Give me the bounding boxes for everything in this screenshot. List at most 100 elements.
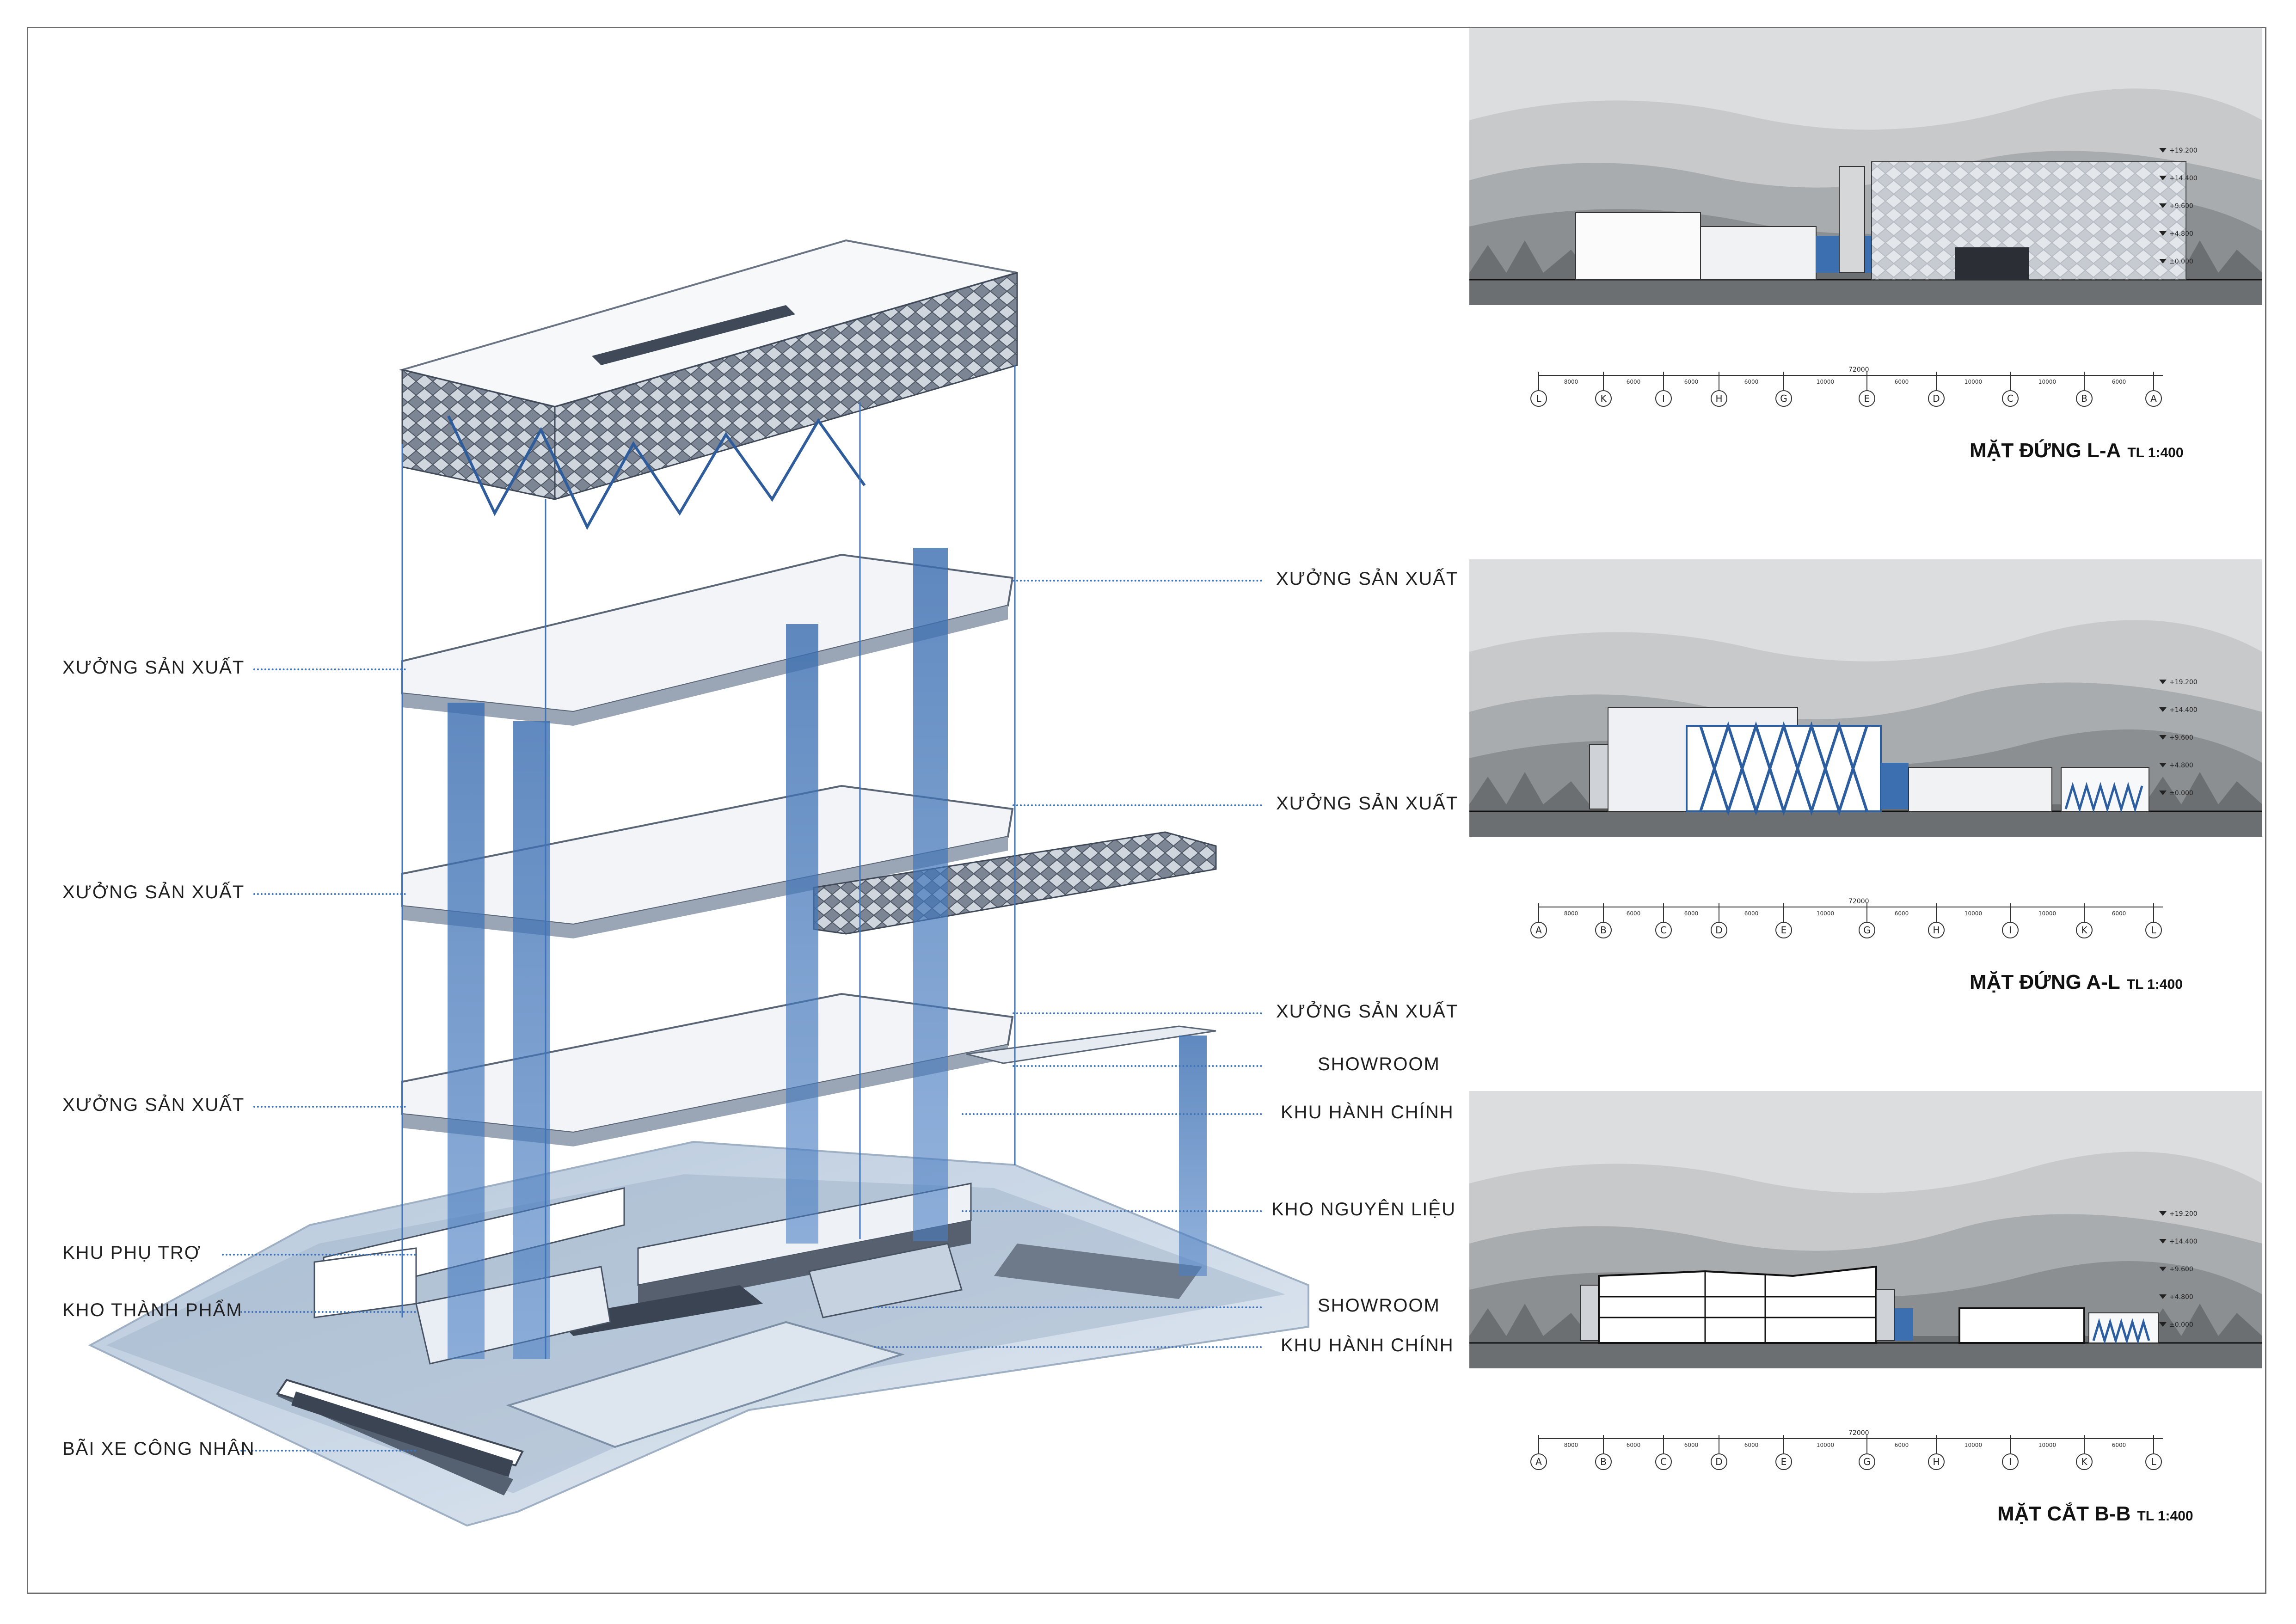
level-label: +14.400	[2169, 1238, 2198, 1245]
grid-dimension: 8000	[1564, 379, 1578, 385]
leader-bai-xe	[240, 1450, 416, 1452]
elevation-a-l-svg	[1469, 559, 2262, 837]
grid-bubble	[1530, 390, 1547, 407]
leader-kho-nguyen-lieu	[962, 1210, 1262, 1212]
grid-letter: G	[1863, 1456, 1871, 1467]
title-text: MẶT ĐỨNG A-L	[1970, 971, 2120, 993]
label-xuong-right-2: XƯỞNG SẢN XUẤT	[1276, 793, 1459, 814]
grid-letter: L	[1536, 393, 1541, 404]
grid-bubble	[2076, 922, 2093, 938]
grid-letter: A	[2150, 393, 2157, 404]
exploded-axonometric: XƯỞNG SẢN XUẤT XƯỞNG SẢN XUẤT XƯỞNG SẢN …	[62, 239, 1457, 1527]
level-marker-icon	[2159, 176, 2167, 180]
grid-dimension: 6000	[2112, 910, 2126, 917]
level-marker-icon	[2159, 231, 2167, 236]
label-xuong-left-3: XƯỞNG SẢN XUẤT	[62, 1095, 245, 1115]
grid-bubble	[2076, 390, 2093, 407]
scale-text: TL 1:400	[2137, 1508, 2193, 1524]
grid-letter: H	[1933, 1456, 1940, 1467]
title-text: MẶT ĐỨNG L-A	[1970, 439, 2121, 462]
section-b-b-drawing	[1469, 1091, 2262, 1368]
section-b-b-svg	[1469, 1091, 2262, 1368]
leader-xuong-left-2	[253, 893, 406, 895]
grid-letter: L	[2151, 925, 2156, 936]
level-marker-icon	[2159, 1267, 2167, 1271]
grid-bubble	[1928, 390, 1945, 407]
grid-bubble	[1775, 922, 1792, 938]
sheet-frame	[27, 27, 2266, 1594]
scale-text: TL 1:400	[2127, 445, 2184, 460]
grid-letter: D	[1715, 1456, 1722, 1467]
level-marker-icon	[2159, 1239, 2167, 1244]
grid-bubble	[2145, 390, 2162, 407]
grid-letter: K	[2081, 925, 2087, 936]
grid-axis-l-a: L8000K6000I6000H6000G10000E6000D10000C10…	[1530, 366, 2163, 407]
level-label: +4.800	[2169, 230, 2193, 238]
grid-letter: G	[1780, 393, 1787, 404]
level-label: +19.200	[2169, 1210, 2198, 1218]
grid-bubbles-l-a: L8000K6000I6000H6000G10000E6000D10000C10…	[1530, 372, 2162, 407]
levels-panel-2: +19.200+14.400+9.600+4.800±0.000	[2159, 675, 2228, 906]
grid-bubble	[1928, 922, 1945, 938]
grid-letter: C	[2007, 393, 2014, 404]
title-text: MẶT CẮT B-B	[1997, 1502, 2131, 1525]
elevation-l-a-svg	[1469, 28, 2262, 305]
grid-letter: A	[1535, 1456, 1542, 1467]
level-label: +19.200	[2169, 679, 2198, 686]
grid-dimension: 6000	[2112, 379, 2126, 385]
label-showroom-2: SHOWROOM	[1318, 1295, 1440, 1316]
grid-bubble	[1530, 1453, 1547, 1470]
level-label: +14.400	[2169, 175, 2198, 182]
grid-dimension: 10000	[2038, 910, 2056, 917]
level-marks-1: +19.200+14.400+9.600+4.800±0.000	[2159, 147, 2198, 265]
label-xuong-right-3: XƯỞNG SẢN XUẤT	[1276, 1001, 1459, 1022]
grid-letter: L	[2151, 1456, 2156, 1467]
grid-letter: I	[1662, 393, 1665, 404]
levels-panel-1: +19.200+14.400+9.600+4.800±0.000	[2159, 143, 2228, 374]
grid-total-l-a: 72000	[1848, 366, 1869, 374]
grid-dimension: 6000	[2112, 1442, 2126, 1448]
roof-volume	[399, 239, 1018, 530]
grid-bubbles-a-l: A8000B6000C6000D6000E10000G6000H10000I10…	[1530, 903, 2162, 938]
grid-bubble	[1530, 922, 1547, 938]
grid-dimension: 10000	[2038, 1442, 2056, 1448]
grid-bubble	[1655, 922, 1672, 938]
grid-bubble	[2145, 1453, 2162, 1470]
leader-xuong-left-3	[253, 1106, 406, 1108]
grid-letter: K	[1600, 393, 1607, 404]
grid-bubble	[1655, 1453, 1672, 1470]
grid-dimension: 10000	[1964, 910, 1982, 917]
grid-bubble	[1595, 922, 1612, 938]
leader-khu-hanh-chinh-1	[962, 1113, 1262, 1115]
grid-bubble	[1859, 1453, 1875, 1470]
grid-letter: B	[1600, 1456, 1607, 1467]
grid-dimension: 6000	[1627, 379, 1641, 385]
grid-bubble	[2002, 922, 2019, 938]
level-label: +9.600	[2169, 1266, 2193, 1273]
level-marker-icon	[2159, 1211, 2167, 1216]
level-marks-3: +19.200+14.400+9.600+4.800±0.000	[2159, 1210, 2198, 1329]
grid-bubble	[2002, 390, 2019, 407]
level-label: +4.800	[2169, 1293, 2193, 1301]
grid-bubble	[1775, 1453, 1792, 1470]
leader-khu-hanh-chinh-2	[874, 1346, 1262, 1348]
grid-bubble	[1859, 922, 1875, 938]
level-label: ±0.000	[2169, 790, 2193, 797]
grid-total-b-b: 72000	[1848, 1429, 1869, 1437]
grid-bubble	[2076, 1453, 2093, 1470]
grid-dimension: 6000	[1684, 910, 1699, 917]
grid-dimension: 6000	[1895, 910, 1909, 917]
label-xuong-left-1: XƯỞNG SẢN XUẤT	[62, 657, 245, 678]
grid-dimension: 10000	[1817, 1442, 1834, 1448]
label-kho-nguyen-lieu: KHO NGUYÊN LIỆU	[1271, 1199, 1456, 1220]
grid-letter: D	[1715, 925, 1722, 936]
level-label: +14.400	[2169, 706, 2198, 714]
level-marker-icon	[2159, 707, 2167, 712]
grid-dimension: 10000	[2038, 379, 2056, 385]
levels-panel-3: +19.200+14.400+9.600+4.800±0.000	[2159, 1207, 2228, 1438]
grid-dimension: 10000	[1964, 1442, 1982, 1448]
level-marker-icon	[2159, 259, 2167, 264]
grid-dimension: 10000	[1817, 379, 1834, 385]
